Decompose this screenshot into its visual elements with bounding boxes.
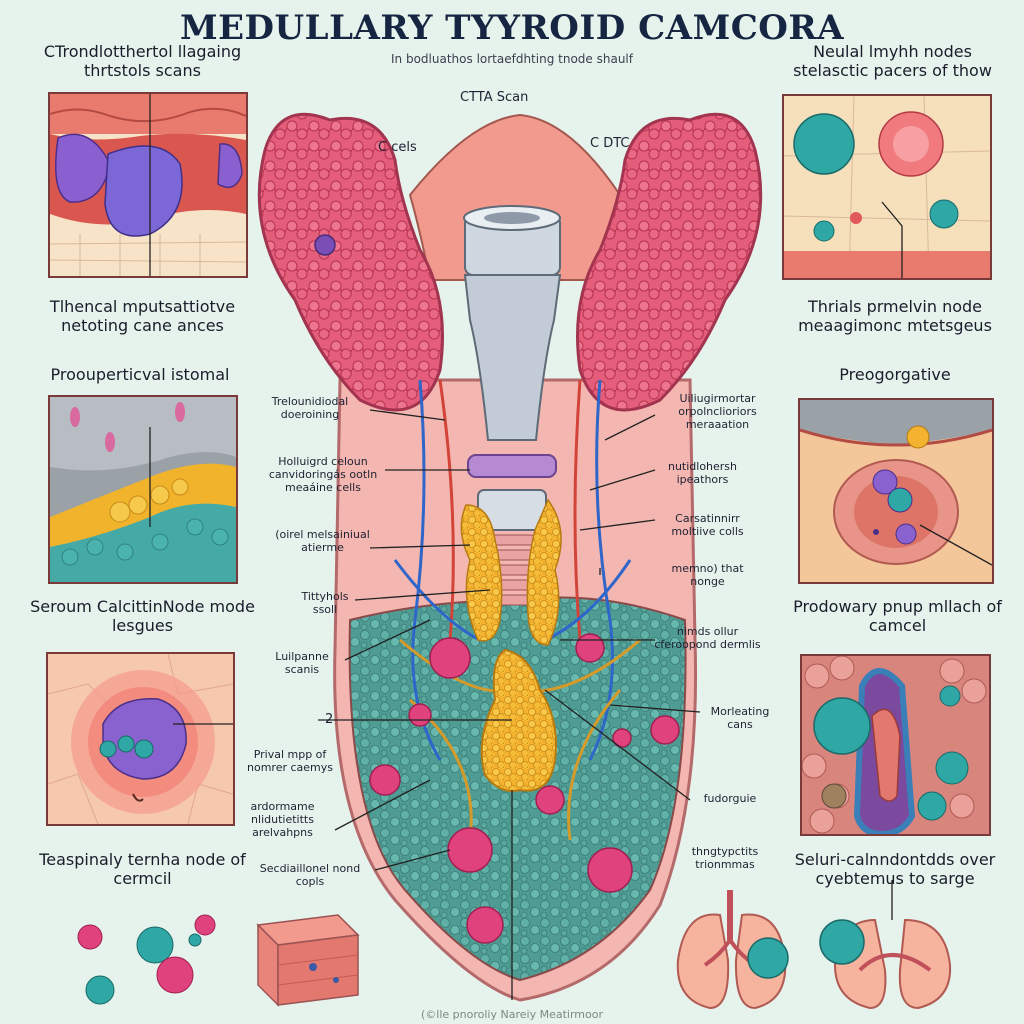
label-right-3: Carsatinnirr moltiive colls	[671, 512, 744, 538]
tissue-block-illustration	[256, 914, 360, 1007]
left-panel-3-header: Seroum CalcittinNode mode lesgues	[30, 597, 255, 635]
left-panel-3-caption: Teaspinaly ternha node of cermcil	[39, 850, 246, 888]
c-cells-label: C cels	[378, 140, 417, 155]
label-left-8: Secdiaillonel nond copls	[259, 862, 361, 888]
right-panel-3-caption: Seluri-calnndontdds over cyebtemus to sa…	[794, 850, 996, 888]
right-panel-1-header: Neulal lmyhh nodes stelasctic pacers of …	[793, 42, 992, 80]
right-panel-3-header: Prodowary pnup mllach of camcel	[793, 597, 1002, 635]
bottom-left-cells-illustration	[77, 914, 216, 1005]
trachea-funnel	[463, 274, 562, 441]
tumor-left-column	[460, 504, 503, 642]
right-panel-3	[800, 654, 991, 836]
right-panel-2-header: Preogorgative	[839, 365, 951, 384]
diagram-subtitle: In bodluathos lortaefdhting tnode shaulf	[391, 52, 633, 66]
left-panel-3	[46, 652, 235, 826]
left-panel-1	[48, 92, 248, 278]
label-right-5: nimds ollur cferoopond dermlis	[654, 625, 761, 651]
leader-lines	[318, 409, 701, 1000]
label-left-2: Holluigrd celoun canvidoringás ootln mea…	[268, 455, 378, 494]
label-left-1: Trelounidiodal doeroining	[271, 395, 349, 421]
label-left-6: Prival mpp of nomrer caemys	[247, 748, 333, 774]
purple-nodule-left	[314, 234, 336, 256]
lungs-metastasis-illustration	[676, 880, 952, 1010]
diagram-title: MEDULLARY TYYROID CAMCORA	[179, 8, 845, 48]
c-dtc-label: C DTC	[590, 136, 630, 151]
footer-credit: (©lle pnoroliy Nareiy Meatirmoor	[421, 1008, 603, 1021]
metastatic-nodules	[369, 633, 680, 944]
label-right-7: fudorguie	[703, 792, 757, 805]
right-panel-1-caption: Thrials prmelvin node meaagimonc mtetsge…	[798, 297, 992, 335]
right-panel-1	[782, 94, 992, 280]
primary-tumor-mass	[480, 648, 557, 792]
label-right-6: Morleating cans	[710, 705, 770, 731]
label-left-3: (oirel melsainiual atierme	[275, 528, 370, 554]
left-panel-1-caption: Tlhencal mputsattiotve netoting cane anc…	[49, 297, 236, 335]
label-left-5: Luilpanne scanis	[275, 650, 329, 676]
label-left-4: Tittyhols ssoll	[301, 590, 349, 616]
thyroid-right-lobe	[576, 112, 763, 412]
marker-number: 2	[325, 712, 334, 727]
label-right-4: memno) that nonge	[671, 562, 744, 588]
left-panel-2-header: Proouperticval istomal	[50, 365, 230, 384]
left-panel-1-header: CTrondlotthertol llagaing thrtstols scan…	[43, 42, 242, 80]
label-right-8: thngtypctits trionmmas	[691, 845, 759, 871]
label-right-2: nutidlohersh ipeathors	[667, 460, 738, 486]
label-left-7: ardormame nlidutietitts arelvahpns	[250, 800, 315, 839]
scan-label: CTTA Scan	[460, 90, 529, 105]
left-panel-2	[48, 395, 238, 584]
right-panel-2	[798, 398, 994, 584]
thyroid-left-lobe	[257, 112, 444, 412]
trachea-ring-purple	[467, 454, 557, 478]
label-right-1: Uiliugirmortar orpolnclioriors meraaatio…	[678, 392, 757, 431]
tumor-right-column	[526, 498, 562, 646]
